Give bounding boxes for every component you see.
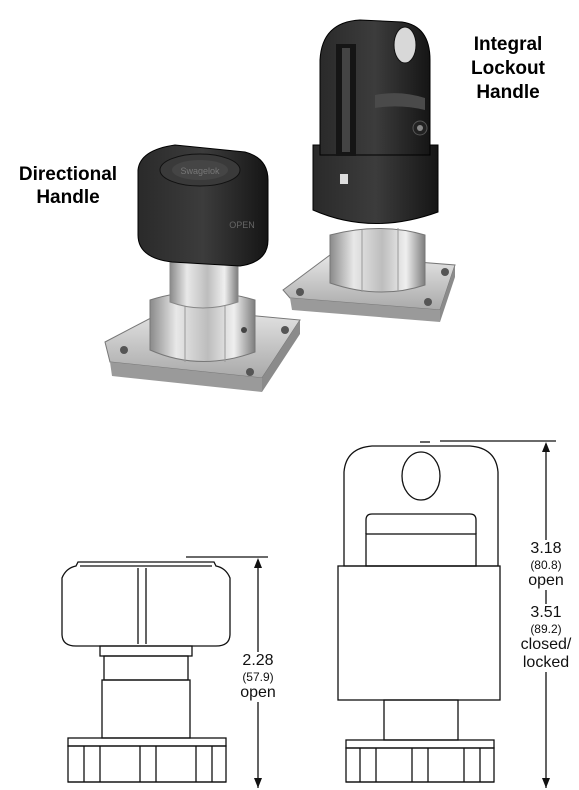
right-open-value: 3.18 [530, 540, 562, 557]
directional-handle-open-text: OPEN [229, 220, 255, 230]
lockout-handle-valve [282, 19, 456, 322]
right-closed-value: 3.51 [530, 604, 562, 621]
right-closed-state-line1: closed/ [520, 636, 572, 653]
label-directional-line1: Directional [19, 164, 117, 185]
left-dimension-metric: (57.9) [242, 670, 274, 684]
directional-handle-valve: Swagelok OPEN [104, 144, 301, 392]
left-dimension-label: 2.28 (57.9) open [228, 652, 288, 702]
right-open-metric: (80.8) [530, 558, 562, 572]
right-open-state: open [528, 572, 564, 589]
right-open-dimension-label: 3.18 (80.8) open [510, 540, 579, 590]
label-lockout-handle: Integral Lockout Handle [471, 34, 546, 103]
left-dimension-state: open [240, 684, 276, 701]
right-closed-dimension-label: 3.51 (89.2) closed/ locked [510, 604, 579, 672]
label-directional-line2: Handle [36, 187, 99, 208]
right-closed-metric: (89.2) [530, 622, 562, 636]
label-lockout-line3: Handle [476, 82, 539, 103]
label-directional-handle: Directional Handle [19, 164, 117, 208]
dimension-drawing [61, 440, 556, 788]
directional-handle-brand-text: Swagelok [180, 166, 220, 176]
label-lockout-line2: Lockout [471, 58, 546, 79]
lockout-handle-outline [337, 441, 501, 783]
right-closed-state-line2: locked [522, 654, 570, 671]
label-lockout-line1: Integral [474, 34, 543, 55]
product-photo: Swagelok OPEN Directional Handle Integra… [19, 19, 546, 392]
directional-handle-outline [61, 561, 231, 783]
left-dimension-value: 2.28 [242, 652, 274, 669]
